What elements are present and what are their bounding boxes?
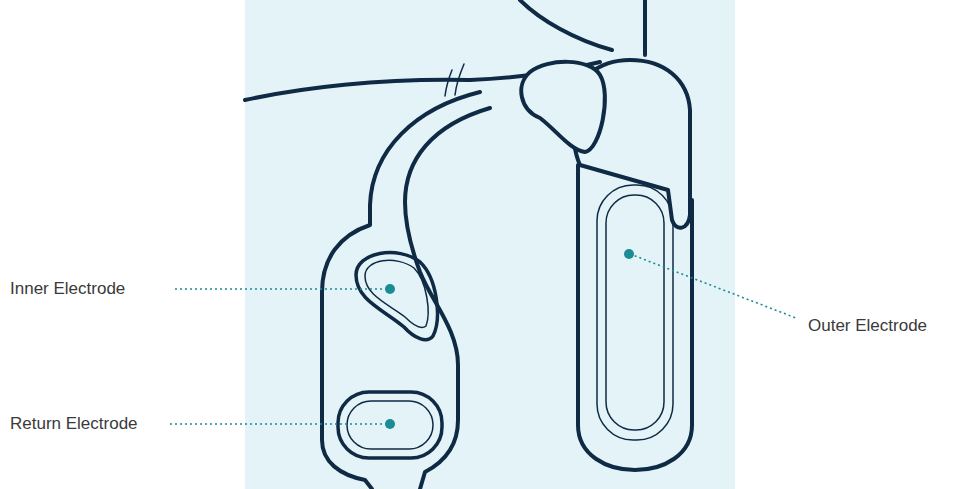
part-label: Outer Electrode xyxy=(808,315,927,337)
leader-line xyxy=(170,423,388,425)
return-electrode-pad xyxy=(347,401,433,449)
leader-dot xyxy=(385,284,395,294)
head-outline xyxy=(520,0,612,50)
background-panel xyxy=(245,0,735,489)
finger xyxy=(521,62,605,152)
leader-line xyxy=(175,288,388,290)
head-outline xyxy=(643,0,647,55)
inner-electrode-pad xyxy=(365,260,428,327)
outer-electrode-pad xyxy=(597,185,673,440)
device-arm xyxy=(405,108,490,489)
leader-line xyxy=(630,254,796,318)
leader-dot xyxy=(385,419,395,429)
part-label: Inner Electrode xyxy=(10,278,125,300)
return-electrode-pad xyxy=(338,392,442,458)
part-label: Return Electrode xyxy=(10,413,138,435)
inner-electrode-pad xyxy=(356,253,437,340)
outer-electrode-pad xyxy=(606,195,664,430)
motion-mark xyxy=(455,64,464,95)
leader-dot xyxy=(624,249,634,259)
motion-mark xyxy=(445,70,452,96)
head-outline xyxy=(245,80,470,100)
